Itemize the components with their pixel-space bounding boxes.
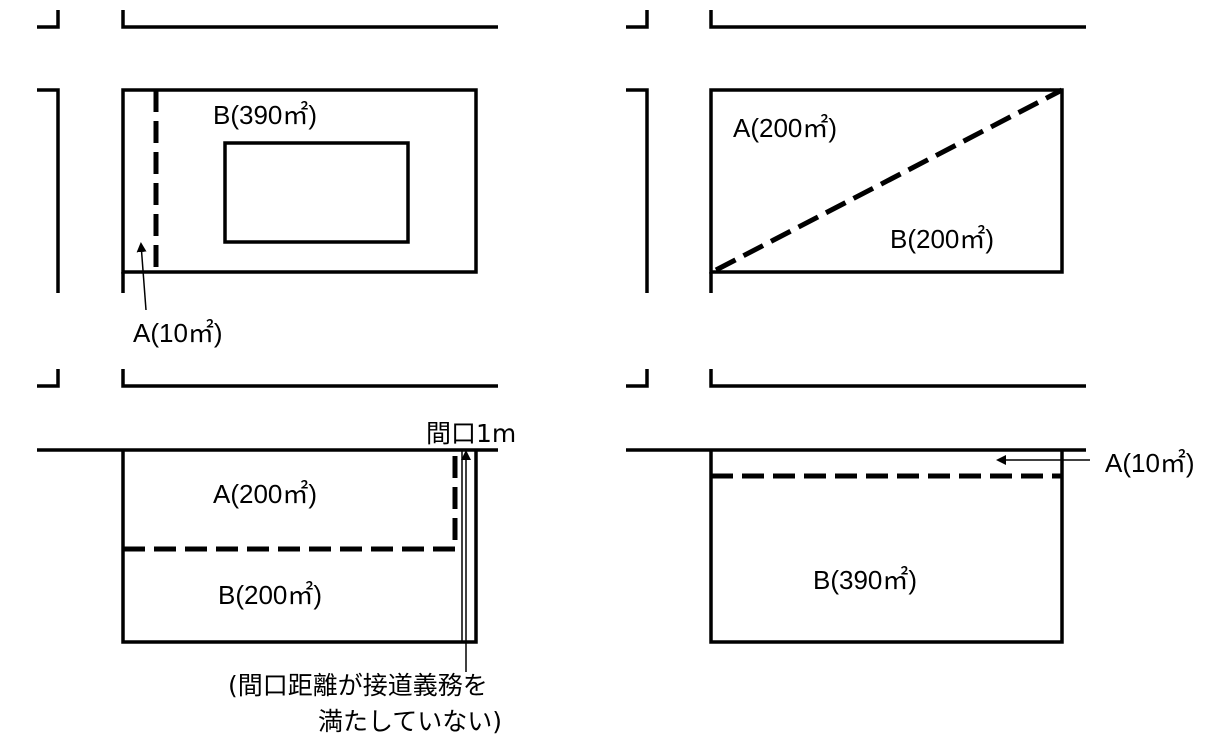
lot-outline [709, 88, 1064, 274]
road-lines [626, 10, 1086, 388]
building [223, 141, 410, 244]
label-b: B(200㎡) [218, 580, 322, 610]
road-lines [37, 10, 498, 388]
diagram-bottom-left: A(200㎡) B(200㎡) 間口1m (間口距離が接道義務を 満たしていない… [37, 419, 516, 736]
label-a: A(10㎡) [133, 318, 223, 348]
lot-outline [709, 450, 1064, 644]
division-line [123, 450, 458, 552]
pointer-arrow [136, 242, 147, 311]
label-b: B(200㎡) [890, 224, 994, 254]
note-line-1: (間口距離が接道義務を [228, 671, 488, 700]
label-a: A(10㎡) [1105, 448, 1195, 478]
frontage-label: 間口1m [426, 419, 516, 448]
diagram-bottom-right: A(10㎡) B(390㎡) [626, 448, 1195, 644]
note-line-2: 満たしていない) [318, 707, 502, 736]
label-b: B(390㎡) [213, 100, 317, 130]
diagram-top-left: B(390㎡) A(10㎡) [37, 10, 498, 388]
label-a: A(200㎡) [213, 479, 317, 509]
division-line [714, 87, 1064, 273]
lot-outline [121, 88, 478, 274]
lot-outline [121, 450, 478, 644]
label-a: A(200㎡) [733, 113, 837, 143]
label-b: B(390㎡) [813, 565, 917, 595]
diagram-top-right: A(200㎡) B(200㎡) [626, 10, 1086, 388]
